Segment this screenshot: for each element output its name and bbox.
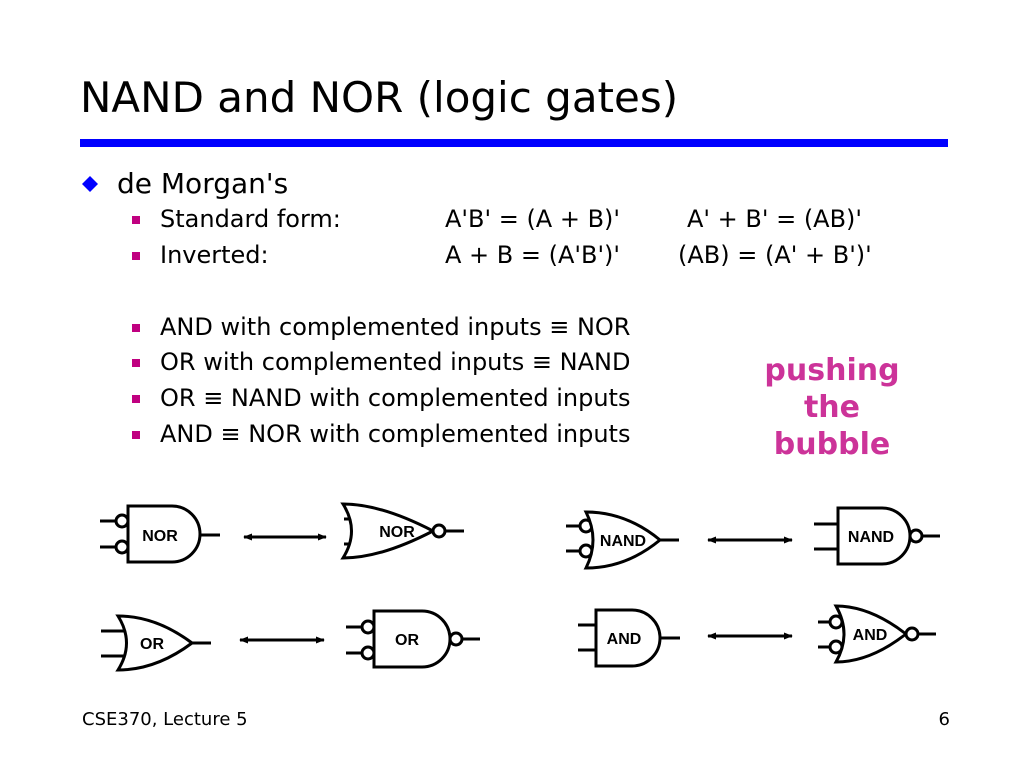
gate-label: AND <box>853 627 888 644</box>
callout-line: bubble <box>773 427 891 462</box>
callout-line: pushing <box>764 353 900 388</box>
square-icon <box>132 252 140 260</box>
slide-title: NAND and NOR (logic gates) <box>80 73 679 122</box>
or-gate: OR <box>101 614 211 672</box>
square-icon <box>132 324 140 332</box>
gate-label: NOR <box>379 524 415 541</box>
equivalence-text: AND ≡ NOR with complemented inputs <box>160 420 631 448</box>
gate-label: NOR <box>142 528 178 545</box>
diamond-icon <box>82 176 98 192</box>
gate-label: OR <box>395 632 419 649</box>
and-gate-inverted-inputs: NOR <box>100 504 220 564</box>
row-expression-2: A' + B' = (AB)' <box>687 205 863 233</box>
equivalence-text: AND with complemented inputs ≡ NOR <box>160 313 631 341</box>
row-expression-1: A'B' = (A + B)' <box>445 205 621 233</box>
bullet-heading: de Morgan's <box>117 167 289 200</box>
nor-gate-inverted-inputs: AND <box>818 604 936 664</box>
nand-gate: NAND <box>814 506 940 566</box>
and-gate: AND <box>578 608 680 668</box>
nand-gate-inverted-inputs: OR <box>346 609 480 669</box>
gate-label: NAND <box>848 529 894 546</box>
row-expression-2: (AB) = (A' + B')' <box>678 241 872 269</box>
pushing-the-bubble-callout: pushing the bubble <box>752 352 912 463</box>
page-number: 6 <box>938 709 950 730</box>
row-label: Inverted: <box>160 241 269 269</box>
equivalence-text: OR ≡ NAND with complemented inputs <box>160 384 631 412</box>
row-label: Standard form: <box>160 205 341 233</box>
callout-line: the <box>803 390 861 425</box>
square-icon <box>132 216 140 224</box>
row-expression-1: A + B = (A'B')' <box>445 241 621 269</box>
square-icon <box>132 431 140 439</box>
square-icon <box>132 395 140 403</box>
nor-gate: NOR <box>340 502 464 560</box>
title-rule <box>80 139 948 147</box>
gate-label: AND <box>607 631 642 648</box>
gate-label: OR <box>140 636 164 653</box>
footer-course: CSE370, Lecture 5 <box>82 709 248 730</box>
or-gate-inverted-inputs: NAND <box>566 510 679 570</box>
square-icon <box>132 359 140 367</box>
gate-label: NAND <box>600 533 646 550</box>
equivalence-text: OR with complemented inputs ≡ NAND <box>160 348 631 376</box>
